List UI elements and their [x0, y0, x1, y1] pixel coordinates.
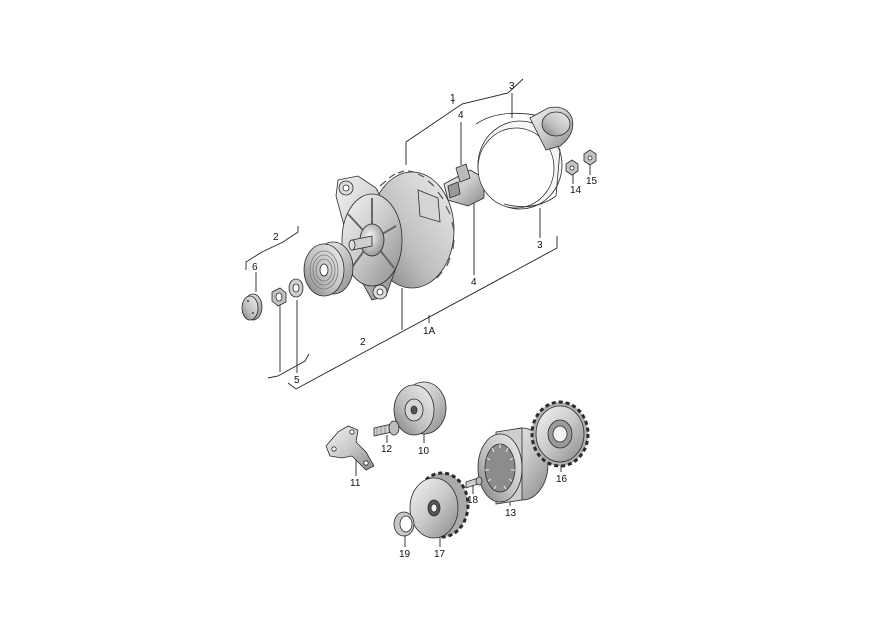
callout-10: 10	[418, 446, 430, 457]
pulley-17	[409, 471, 470, 539]
screw-18	[465, 476, 483, 489]
callout-6: 6	[252, 262, 258, 273]
freewheel-hub	[393, 381, 447, 436]
cap-6	[241, 293, 263, 321]
nut-14	[565, 159, 579, 176]
callout-2-bottom: 2	[360, 337, 366, 348]
callout-4-top: 4	[458, 110, 464, 121]
callout-18: 18	[467, 495, 479, 506]
splined-sleeve	[477, 427, 549, 505]
callout-3-top: 3	[509, 81, 515, 92]
callout-labels: 1 3 4 4 3 1A 2 2 6 5 14 15 10 12 11 18 1…	[252, 81, 598, 560]
callout-1A: 1A	[423, 326, 436, 337]
voltage-regulator	[443, 163, 485, 207]
callout-19: 19	[399, 549, 411, 560]
nut-15	[583, 149, 597, 166]
callout-4-bottom: 4	[471, 277, 477, 288]
callout-3-bottom: 3	[537, 240, 543, 251]
callout-2-top: 2	[273, 232, 279, 243]
alternator-body	[335, 170, 455, 301]
nut	[271, 287, 287, 307]
washer-5	[288, 278, 304, 298]
callout-1: 1	[450, 93, 456, 104]
gear-16	[530, 400, 590, 468]
leader-lines	[245, 78, 591, 547]
callout-14: 14	[570, 185, 582, 196]
seal-19	[393, 511, 415, 537]
bracket-11	[325, 425, 375, 471]
callout-15: 15	[586, 176, 598, 187]
rear-cover	[475, 106, 574, 210]
callout-13: 13	[505, 508, 517, 519]
pulley	[303, 241, 354, 297]
bolt-12	[373, 420, 400, 437]
callout-12: 12	[381, 444, 393, 455]
callout-17: 17	[434, 549, 446, 560]
callout-11: 11	[350, 478, 361, 489]
callout-5: 5	[294, 375, 300, 386]
callout-16: 16	[556, 474, 568, 485]
